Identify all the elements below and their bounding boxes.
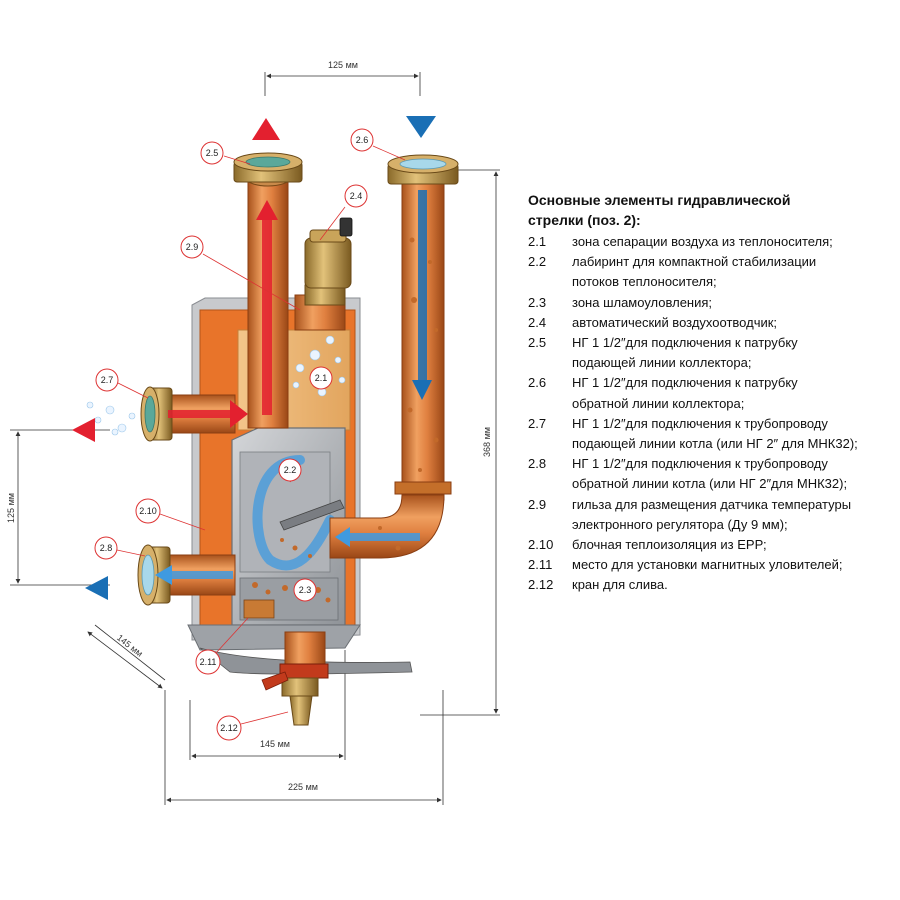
svg-text:2.12: 2.12: [220, 723, 238, 733]
svg-text:2.10: 2.10: [139, 506, 157, 516]
callout-2-6: 2.6: [350, 128, 406, 161]
boiler-supply-connection: [86, 386, 248, 442]
svg-text:2.9: 2.9: [186, 242, 199, 252]
magnet-plate: [199, 647, 413, 675]
dimension-left: 125 мм: [6, 429, 110, 586]
callout-2-12: 2.12: [216, 711, 289, 741]
boiler-supply-arrow-icon: [72, 418, 95, 442]
legend-item: 2.3 зона шламоуловления;: [528, 294, 713, 310]
legend-item: 2.7 НГ 1 1/2″для подключения к трубопров…: [528, 415, 858, 452]
dimension-depth: 145 мм: [87, 624, 166, 689]
callout-2-2: 2.2: [278, 458, 302, 483]
return-in-arrow-icon: [406, 116, 436, 138]
callout-2-4: 2.4: [319, 184, 368, 241]
drain-valve: [261, 631, 329, 726]
legend-item: 2.9 гильза для размещения датчика темпер…: [528, 496, 852, 532]
magnet-slot: [243, 599, 275, 619]
legend-title: Основные элементы гидравлической стрелки…: [528, 192, 791, 228]
svg-text:2.7: 2.7: [101, 375, 114, 385]
svg-text:2.2: 2.2: [284, 465, 297, 475]
dim-top-label: 125 мм: [328, 60, 358, 70]
callout-2-11: 2.11: [195, 617, 249, 675]
svg-text:2.1: 2.1: [315, 373, 328, 383]
legend-item: 2.4 автоматический воздухоотводчик;: [528, 314, 778, 330]
svg-text:2.4: 2.4: [350, 191, 363, 201]
legend: Основные элементы гидравлической стрелки…: [528, 190, 900, 596]
supply-out-arrow-icon: [252, 118, 280, 140]
legend-item: 2.8 НГ 1 1/2″для подключения к трубопров…: [528, 456, 848, 492]
legend-item: 2.2 лабиринт для компактной стабилизации…: [528, 254, 817, 290]
callout-2-10: 2.10: [135, 498, 206, 531]
legend-item: 2.11 место для установки магнитных улови…: [528, 557, 843, 573]
svg-text:2.6: 2.6: [356, 135, 369, 145]
automatic-air-vent: [294, 217, 353, 331]
dim-depth-label: 145 мм: [115, 632, 145, 658]
legend-item: 2.10 блочная теплоизоляция из ЕРР;: [528, 537, 767, 553]
callout-2-9: 2.9: [180, 235, 301, 311]
callout-2-5: 2.5: [200, 141, 251, 165]
dim-right-label: 368 мм: [482, 427, 492, 457]
boiler-return-arrow-icon: [85, 576, 108, 600]
dim-bottom-inner-label: 145 мм: [260, 739, 290, 749]
dim-bottom-total-label: 225 мм: [288, 782, 318, 792]
dim-left-label: 125 мм: [6, 493, 16, 523]
callout-2-8: 2.8: [94, 536, 146, 560]
supply-collector-pipe: [233, 152, 303, 429]
dimension-top: 125 мм: [264, 60, 421, 96]
dimension-bottom-total: 225 мм: [164, 690, 444, 805]
legend-item: 2.1 зона сепарации воздуха из теплоносит…: [528, 234, 833, 249]
return-collector-pipe: [329, 154, 459, 559]
legend-list: 2.1 зона сепарации воздуха из теплоносит…: [528, 232, 900, 596]
callout-2-1: 2.1: [309, 366, 333, 390]
sensor-sleeve: [279, 499, 345, 531]
svg-text:2.8: 2.8: [100, 543, 113, 553]
svg-text:2.3: 2.3: [299, 585, 312, 595]
legend-item: 2.12 кран для слива.: [528, 577, 668, 593]
svg-text:2.11: 2.11: [200, 657, 217, 667]
callout-2-3: 2.3: [293, 578, 317, 602]
callout-2-7: 2.7: [95, 368, 149, 399]
boiler-return-connection: [137, 544, 236, 606]
svg-text:2.5: 2.5: [206, 148, 219, 158]
